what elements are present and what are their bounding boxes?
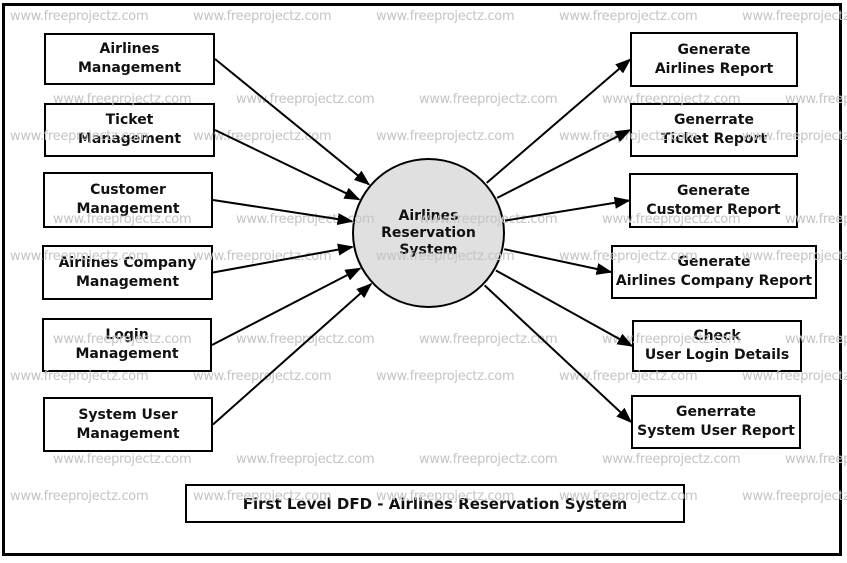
entity-airlines-company-management: Airlines Company Management — [42, 245, 213, 300]
entity-label-line: Generate — [677, 41, 751, 58]
entity-generate-customer-report: Generate Customer Report — [629, 173, 798, 228]
entity-label-line: Airlines Company Report — [615, 273, 813, 289]
diagram-title-box: First Level DFD - Airlines Reservation S… — [185, 484, 685, 523]
entity-label-line: Generrate — [674, 112, 754, 128]
entity-label-line: Management — [75, 346, 179, 362]
entity-label-line: Management — [75, 273, 180, 290]
process-label-line: Airlines — [398, 207, 459, 224]
entity-login-management: Login Management — [42, 318, 212, 372]
entity-label-line: Airlines Report — [654, 60, 774, 77]
entity-generrate-system-user-report: Generrate System User Report — [631, 395, 801, 449]
entity-label-line: Airlines Company — [58, 254, 197, 271]
process-label-line: System — [399, 241, 458, 258]
diagram-outer-border — [2, 3, 842, 556]
entity-label-line: Airlines — [99, 41, 160, 57]
entity-ticket-management: Ticket Management — [44, 103, 215, 157]
entity-label-line: Login — [105, 327, 149, 343]
entity-label-line: Generrate — [676, 404, 756, 420]
entity-check-user-login-details: Check User Login Details — [632, 320, 802, 372]
entity-label-line: Ticket Report — [660, 131, 768, 147]
entity-label-line: Management — [76, 425, 180, 442]
entity-label-line: Management — [76, 201, 180, 217]
entity-label-line: Management — [77, 131, 182, 147]
entity-generate-airlines-report: Generate Airlines Report — [630, 32, 798, 87]
entity-generate-airlines-company-report: Generate Airlines Company Report — [611, 245, 817, 299]
entity-label-line: Customer — [90, 182, 166, 198]
entity-generrate-ticket-report: Generrate Ticket Report — [630, 103, 798, 157]
entity-label-line: Management — [77, 60, 182, 76]
process-airlines-reservation-system: Airlines Reservation System — [352, 158, 505, 308]
entity-label-line: System User — [78, 406, 178, 423]
entity-customer-management: Customer Management — [43, 172, 213, 228]
process-label-line: Reservation — [381, 224, 476, 241]
entity-label-line: System User Report — [637, 423, 795, 439]
entity-label-line: User Login Details — [644, 347, 790, 363]
diagram-title: First Level DFD - Airlines Reservation S… — [242, 494, 628, 513]
entity-label-line: Ticket — [105, 112, 154, 128]
entity-label-line: Generate — [677, 254, 751, 270]
entity-label-line: Generate — [677, 182, 750, 199]
entity-label-line: Customer Report — [646, 201, 781, 218]
entity-system-user-management: System User Management — [43, 397, 213, 452]
entity-airlines-management: Airlines Management — [44, 33, 215, 85]
entity-label-line: Check — [693, 328, 741, 344]
